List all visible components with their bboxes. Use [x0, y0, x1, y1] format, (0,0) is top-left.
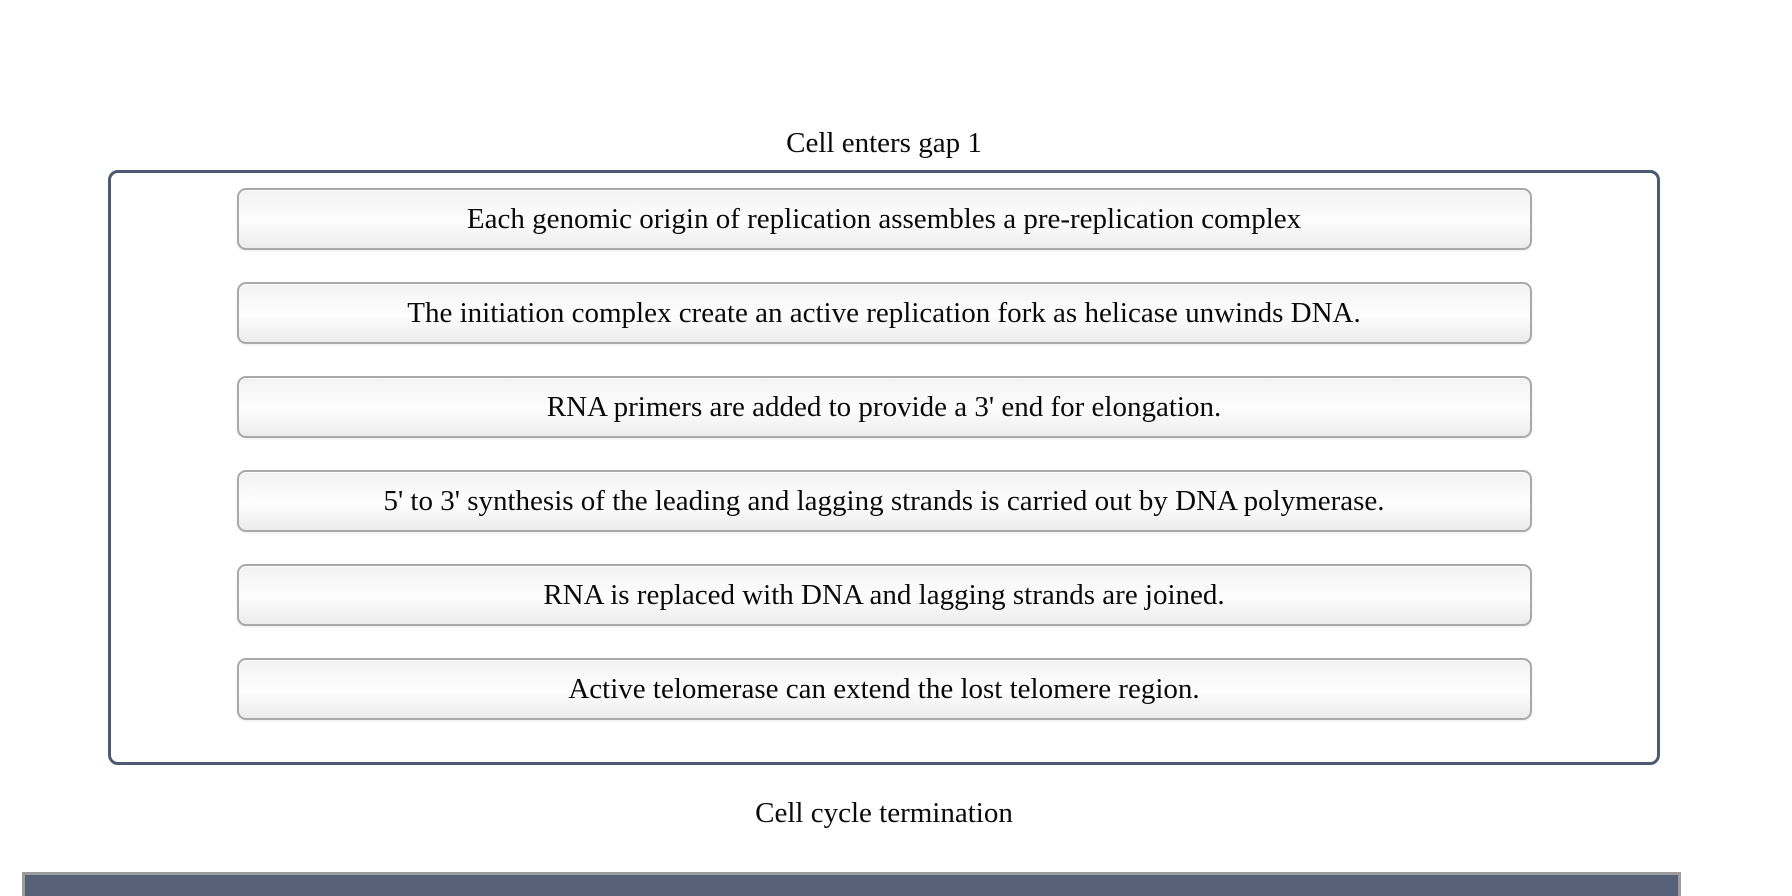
sequence-end-label: Cell cycle termination [755, 797, 1013, 829]
sequence-dropzone[interactable]: Each genomic origin of replication assem… [108, 170, 1660, 765]
sequence-item[interactable]: RNA is replaced with DNA and lagging str… [236, 564, 1532, 626]
sequence-item[interactable]: 5' to 3' synthesis of the leading and la… [236, 470, 1532, 532]
sequence-item[interactable]: The initiation complex create an active … [236, 282, 1532, 344]
sequence-item[interactable]: Each genomic origin of replication assem… [236, 188, 1532, 250]
sequence-item[interactable]: RNA primers are added to provide a 3' en… [236, 376, 1532, 438]
sequence-item[interactable]: Active telomerase can extend the lost te… [236, 658, 1532, 720]
bottom-panel-edge [22, 872, 1681, 896]
sequence-start-label: Cell enters gap 1 [786, 127, 982, 159]
